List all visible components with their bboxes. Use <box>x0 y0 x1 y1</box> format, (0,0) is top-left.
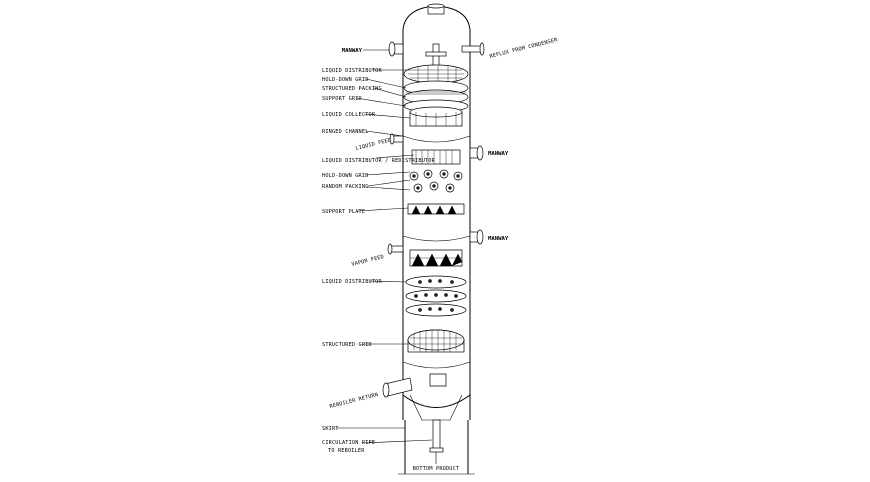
label-bottom-product: BOTTOM PRODUCT <box>413 466 460 472</box>
vapor-feed-nozzle <box>387 243 404 255</box>
label-structured-packing: STRUCTURED PACKING <box>322 86 382 92</box>
label-liquid-distributor-top: LIQUID DISTRIBUTOR <box>322 68 382 74</box>
label-liquid-feed: LIQUID FEED <box>355 137 392 152</box>
manway-top <box>388 41 404 57</box>
liquid-feed-nozzle <box>389 133 404 145</box>
label-ringed-channel: RINGED CHANNEL <box>322 129 369 135</box>
label-manway-mid: MANWAY <box>488 151 509 157</box>
label-skirt: SKIRT <box>322 426 339 432</box>
column-shell <box>398 3 475 475</box>
label-support-plate: SUPPORT PLATE <box>322 209 365 215</box>
reboiler-return-nozzle <box>382 373 447 398</box>
lower-distributor <box>405 275 467 353</box>
label-to-reboiler: TO REBOILER <box>328 448 365 454</box>
label-liquid-collector: LIQUID COLLECTOR <box>322 112 376 118</box>
label-circulation-pipe: CIRCULATION PIPE <box>322 440 375 446</box>
label-liquid-distributor-redistributor: LIQUID DISTRIBUTOR / REDISTRIBUTOR <box>322 158 436 164</box>
manway-low <box>469 229 484 245</box>
middle-redistributor <box>407 149 465 267</box>
label-manway-low: MANWAY <box>488 236 509 242</box>
label-structured-grid: STRUCTURED GRID <box>322 342 372 348</box>
label-liquid-distributor-low: LIQUID DISTRIBUTOR <box>322 279 382 285</box>
leader-lines <box>337 49 437 464</box>
label-reboiler-return: REBOILER RETURN <box>329 392 379 410</box>
label-vapor-feed: VAPOR FEED <box>351 254 385 268</box>
reflux-nozzle <box>461 42 485 56</box>
label-hold-down-grid-mid: HOLD-DOWN GRID <box>322 173 369 179</box>
label-hold-down-grid-top: HOLD-DOWN GRID <box>322 77 369 83</box>
manway-mid <box>469 145 484 161</box>
top-distributor <box>403 43 469 127</box>
label-reflux-return: REFLUX FROM CONDENSER <box>489 37 559 60</box>
label-random-packing: RANDOM PACKING <box>322 184 369 190</box>
label-support-grid: SUPPORT GRID <box>322 96 362 102</box>
label-manway-top: MANWAY <box>342 48 363 54</box>
random-packing <box>409 169 463 193</box>
